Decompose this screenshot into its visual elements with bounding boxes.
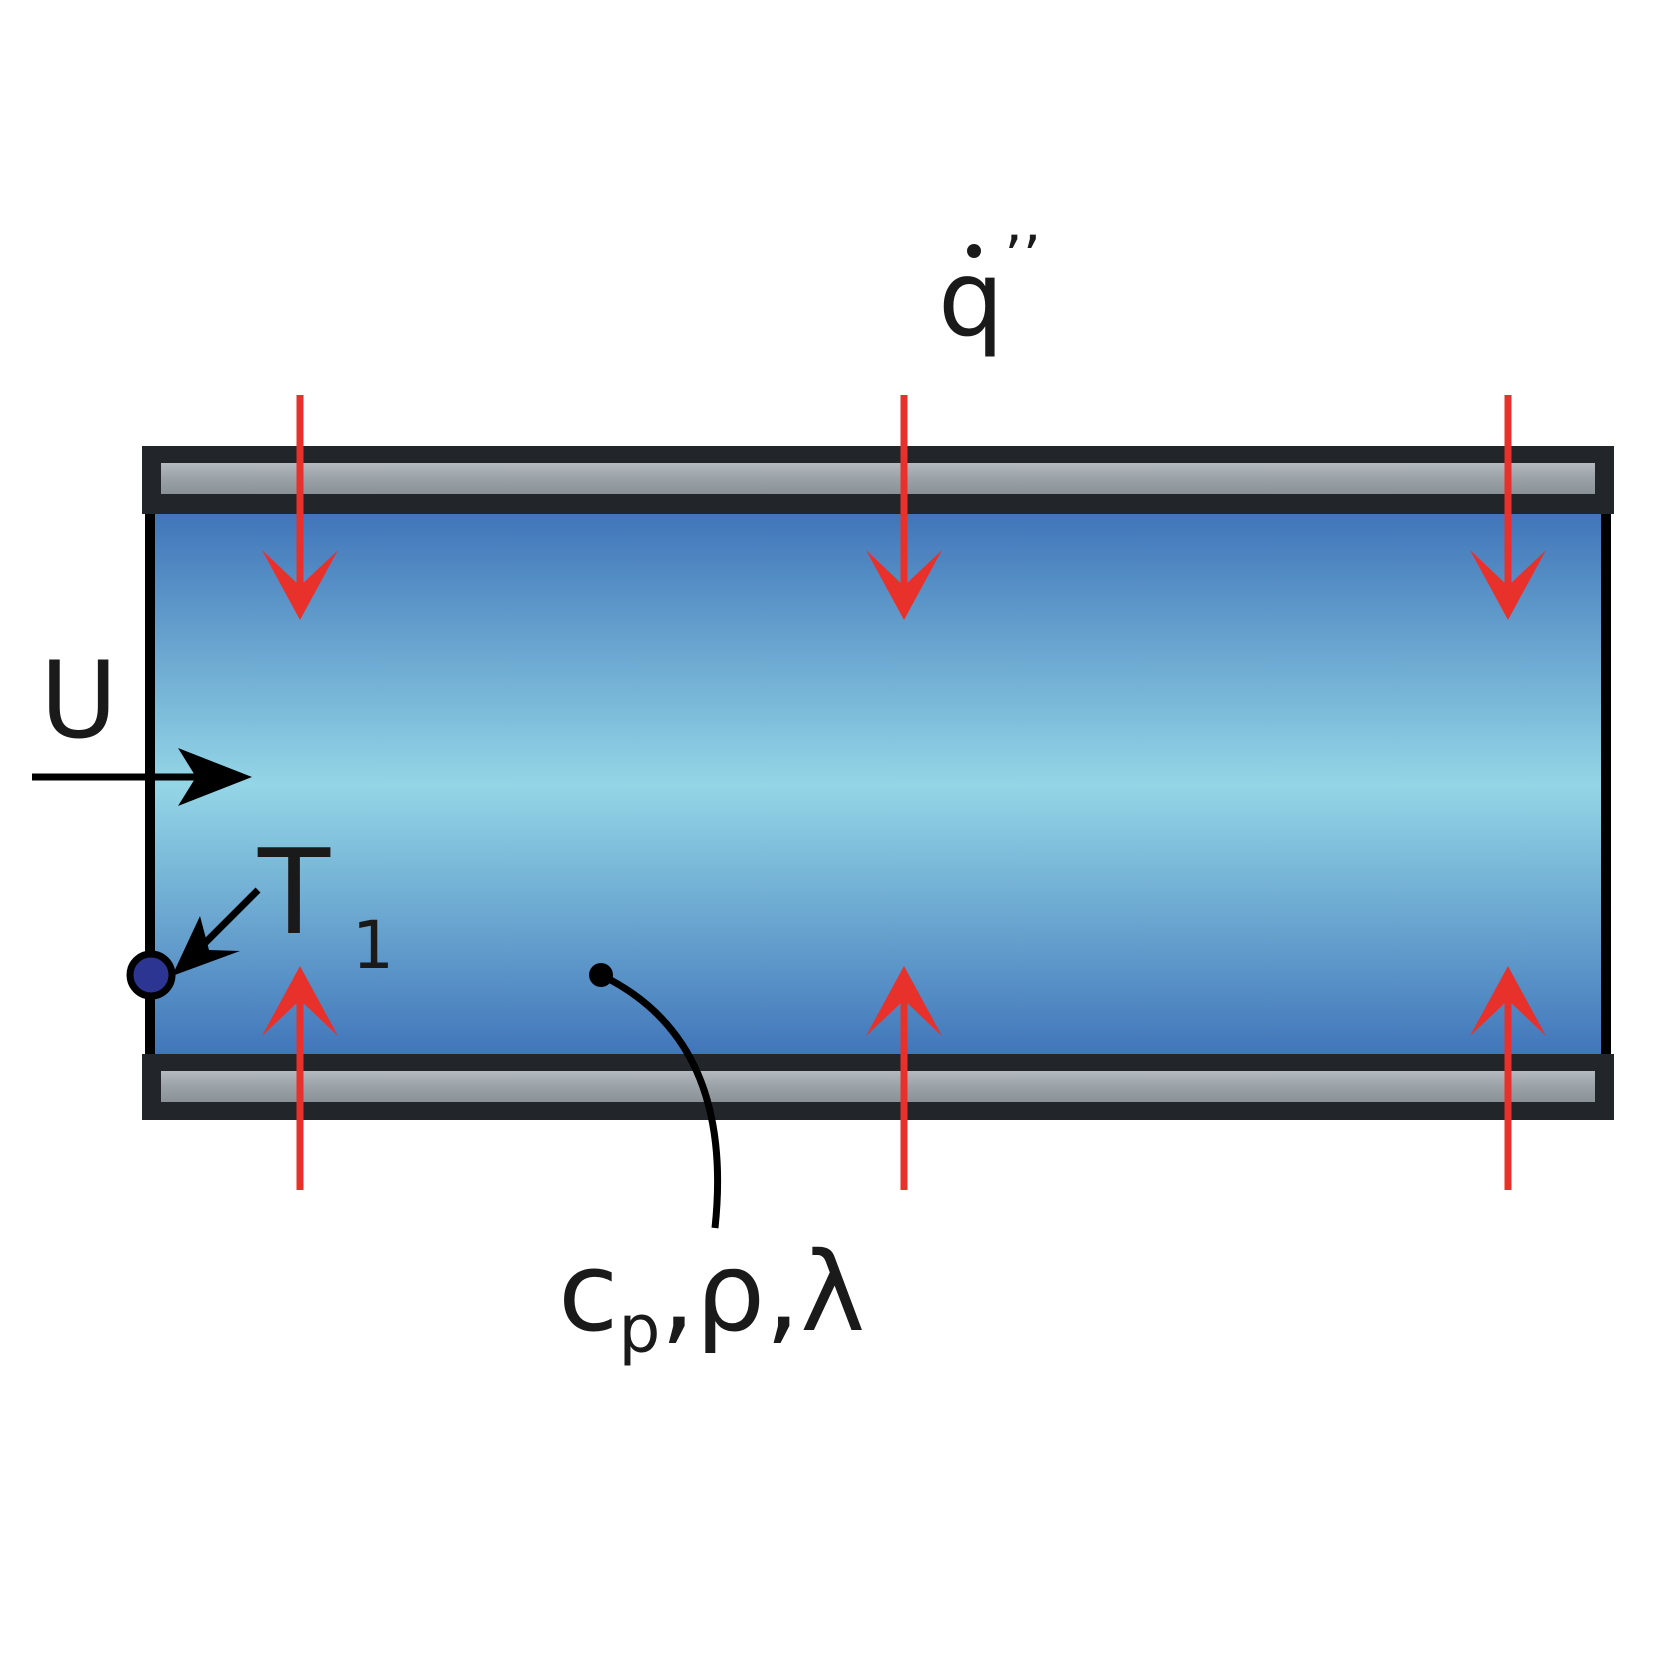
heat-flux-arrow-top-middle	[866, 395, 942, 620]
flux-dot-accent	[967, 244, 981, 258]
flux-symbol: q	[938, 238, 1004, 360]
heat-flux-arrows-bottom	[262, 966, 1546, 1190]
fluid-properties-label: cp,ρ,λ	[558, 1228, 865, 1368]
heat-flux-label: q’’	[938, 223, 1041, 360]
bottom-wall-metal-insert	[161, 1071, 1595, 1102]
property-leader-line	[589, 963, 722, 1229]
svg-text:cp,ρ,λ: cp,ρ,λ	[558, 1228, 865, 1368]
property-rho-lambda: ,ρ,λ	[660, 1228, 865, 1356]
temperature-probe-dot	[126, 950, 176, 1000]
bottom-wall	[142, 1054, 1614, 1120]
property-cp-subscript: p	[618, 1291, 660, 1368]
heat-flux-arrow-bottom-middle	[866, 966, 942, 1190]
svg-text:T: T	[257, 823, 331, 961]
top-wall-metal-insert	[161, 463, 1595, 494]
heat-flux-arrows-top	[262, 395, 1546, 620]
top-wall	[142, 446, 1614, 514]
temperature-pointer-arrow	[172, 887, 261, 976]
heat-flux-arrow-top-left	[262, 395, 338, 620]
temperature-label: T 1	[257, 823, 394, 984]
velocity-label: U	[40, 639, 118, 762]
svg-text:q’’: q’’	[938, 223, 1041, 360]
heat-flux-arrow-bottom-right	[1470, 966, 1546, 1190]
property-cp: c	[558, 1228, 618, 1356]
temperature-symbol: T	[257, 823, 331, 961]
fluid-domain	[148, 510, 1606, 1060]
temperature-index: 1	[352, 907, 394, 984]
heat-flux-arrow-bottom-left	[262, 966, 338, 1190]
heat-flux-arrow-top-right	[1470, 395, 1546, 620]
flux-primes: ’’	[1004, 223, 1041, 291]
velocity-arrow	[32, 748, 252, 806]
